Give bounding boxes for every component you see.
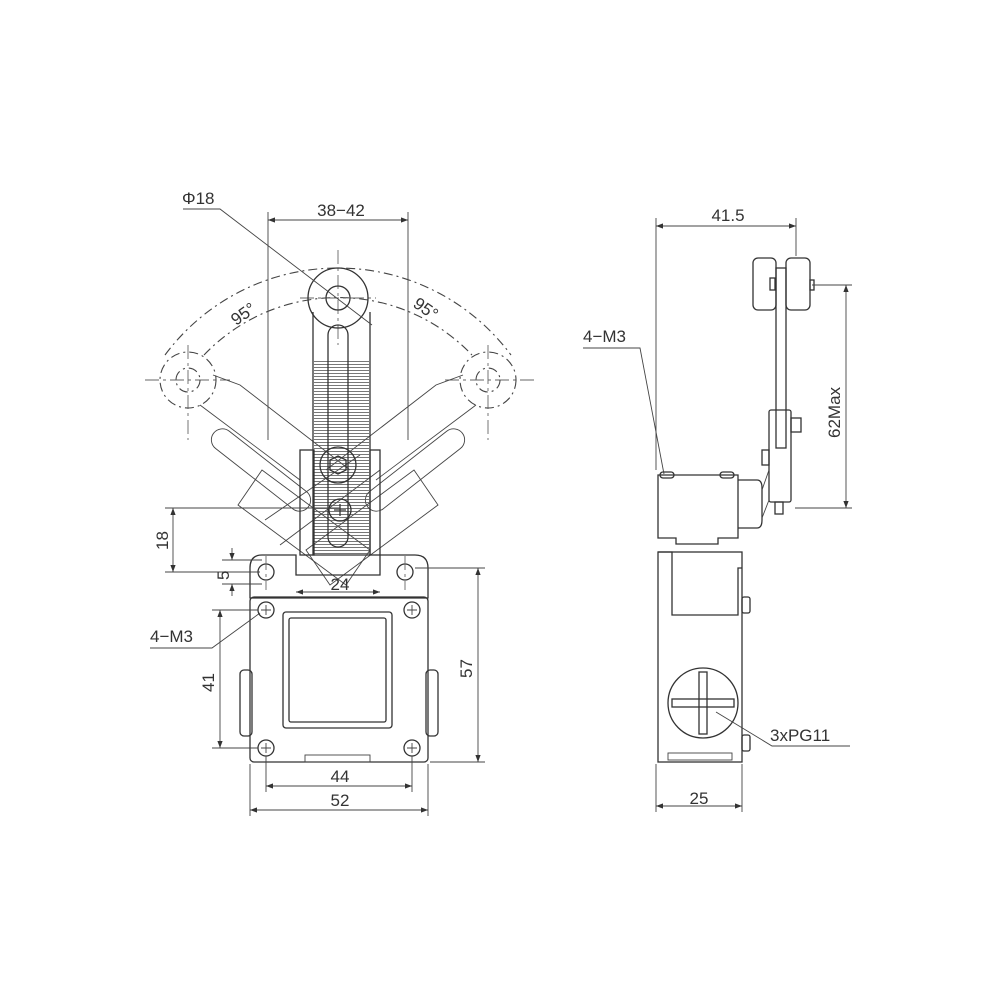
hex-bolt-icon xyxy=(319,446,357,484)
dim-41-5: 41.5 xyxy=(711,206,744,225)
switch-body-side xyxy=(657,551,743,763)
label-cable-glands: 3xPG11 xyxy=(770,726,830,745)
side-view: 41.5 62Max xyxy=(583,206,852,812)
cable-gland-icon xyxy=(667,667,739,739)
roller-lever xyxy=(299,267,381,556)
dim-24: 24 xyxy=(331,575,350,594)
dim-52: 52 xyxy=(331,791,350,810)
angle-left: 95° xyxy=(227,299,259,329)
screw-icon xyxy=(257,601,421,757)
angle-right: 95° xyxy=(410,294,442,324)
dim-44: 44 xyxy=(331,767,350,786)
dim-roller-diameter: Φ18 xyxy=(182,189,214,208)
dim-18: 18 xyxy=(153,531,172,550)
dim-5: 5 xyxy=(214,571,233,580)
dim-41: 41 xyxy=(199,673,218,692)
front-view: 38−42 Φ18 95° 95° 18 5 24 4−M3 41 57 44 xyxy=(145,189,535,816)
roller-wheel xyxy=(307,267,369,329)
switch-head-side xyxy=(657,474,739,545)
dim-25: 25 xyxy=(690,789,709,808)
swing-arc-inner xyxy=(203,297,473,356)
label-screws-front: 4−M3 xyxy=(150,627,193,646)
dim-62max: 62Max xyxy=(825,386,844,438)
label-screws-side: 4−M3 xyxy=(583,327,626,346)
dim-lever-span: 38−42 xyxy=(317,201,365,220)
roller-side xyxy=(752,257,815,515)
dim-57: 57 xyxy=(457,659,476,678)
swing-arc-outer xyxy=(164,267,512,356)
switch-body xyxy=(249,596,429,763)
phillips-screw-icon xyxy=(328,498,352,522)
